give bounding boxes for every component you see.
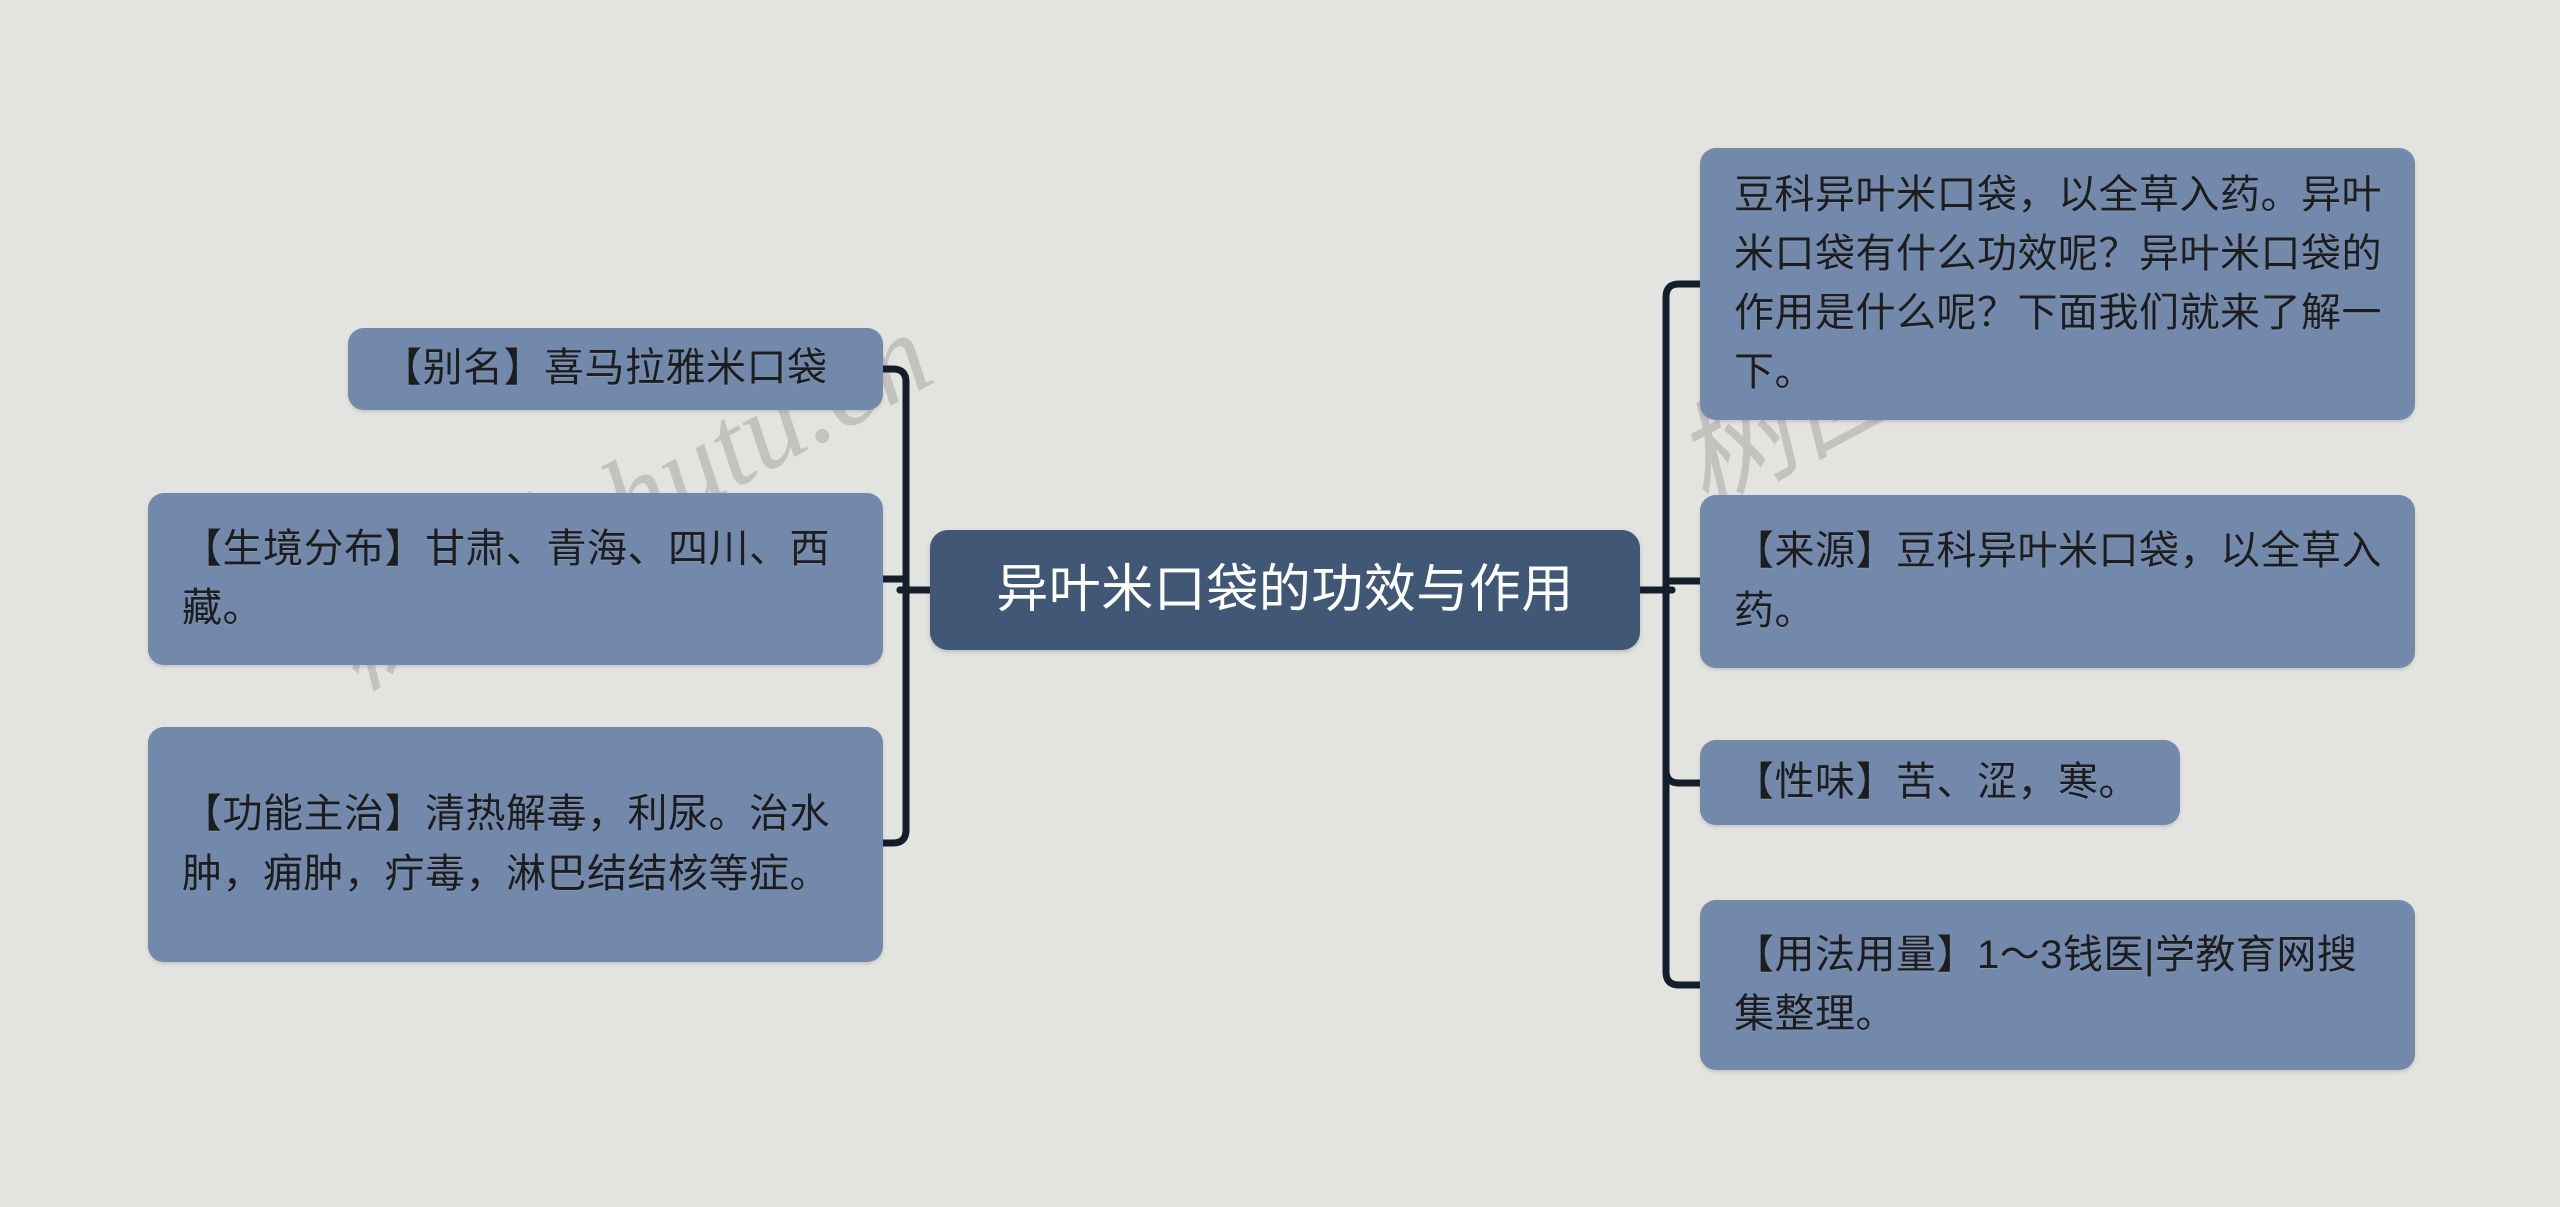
connector-left-spine-down [879,586,910,847]
connector-left-branch-habitat [879,575,910,594]
branch-node-alias[interactable]: 【别名】喜马拉雅米口袋 [348,328,883,410]
branch-node-habitat[interactable]: 【生境分布】甘肃、青海、四川、西藏。 [148,493,883,665]
connector-left-spine [879,365,910,594]
connector-right-branch-flavor [1662,586,1704,787]
branch-node-flavor[interactable]: 【性味】苦、涩，寒。 [1700,740,2180,825]
branch-node-dosage[interactable]: 【用法用量】1～3钱医|学教育网搜集整理。 [1700,900,2415,1070]
connector-right-spine-up [1662,280,1704,594]
root-node-title[interactable]: 异叶米口袋的功效与作用 [930,530,1640,650]
connector-right-spine-down [1662,586,1704,989]
branch-node-introduction[interactable]: 豆科异叶米口袋，以全草入药。异叶米口袋有什么功效呢？异叶米口袋的作用是什么呢？下… [1700,148,2415,420]
branch-node-function-indication[interactable]: 【功能主治】清热解毒，利尿。治水肿，痈肿，疔毒，淋巴结结核等症。 [148,727,883,962]
branch-node-source[interactable]: 【来源】豆科异叶米口袋，以全草入药。 [1700,495,2415,668]
